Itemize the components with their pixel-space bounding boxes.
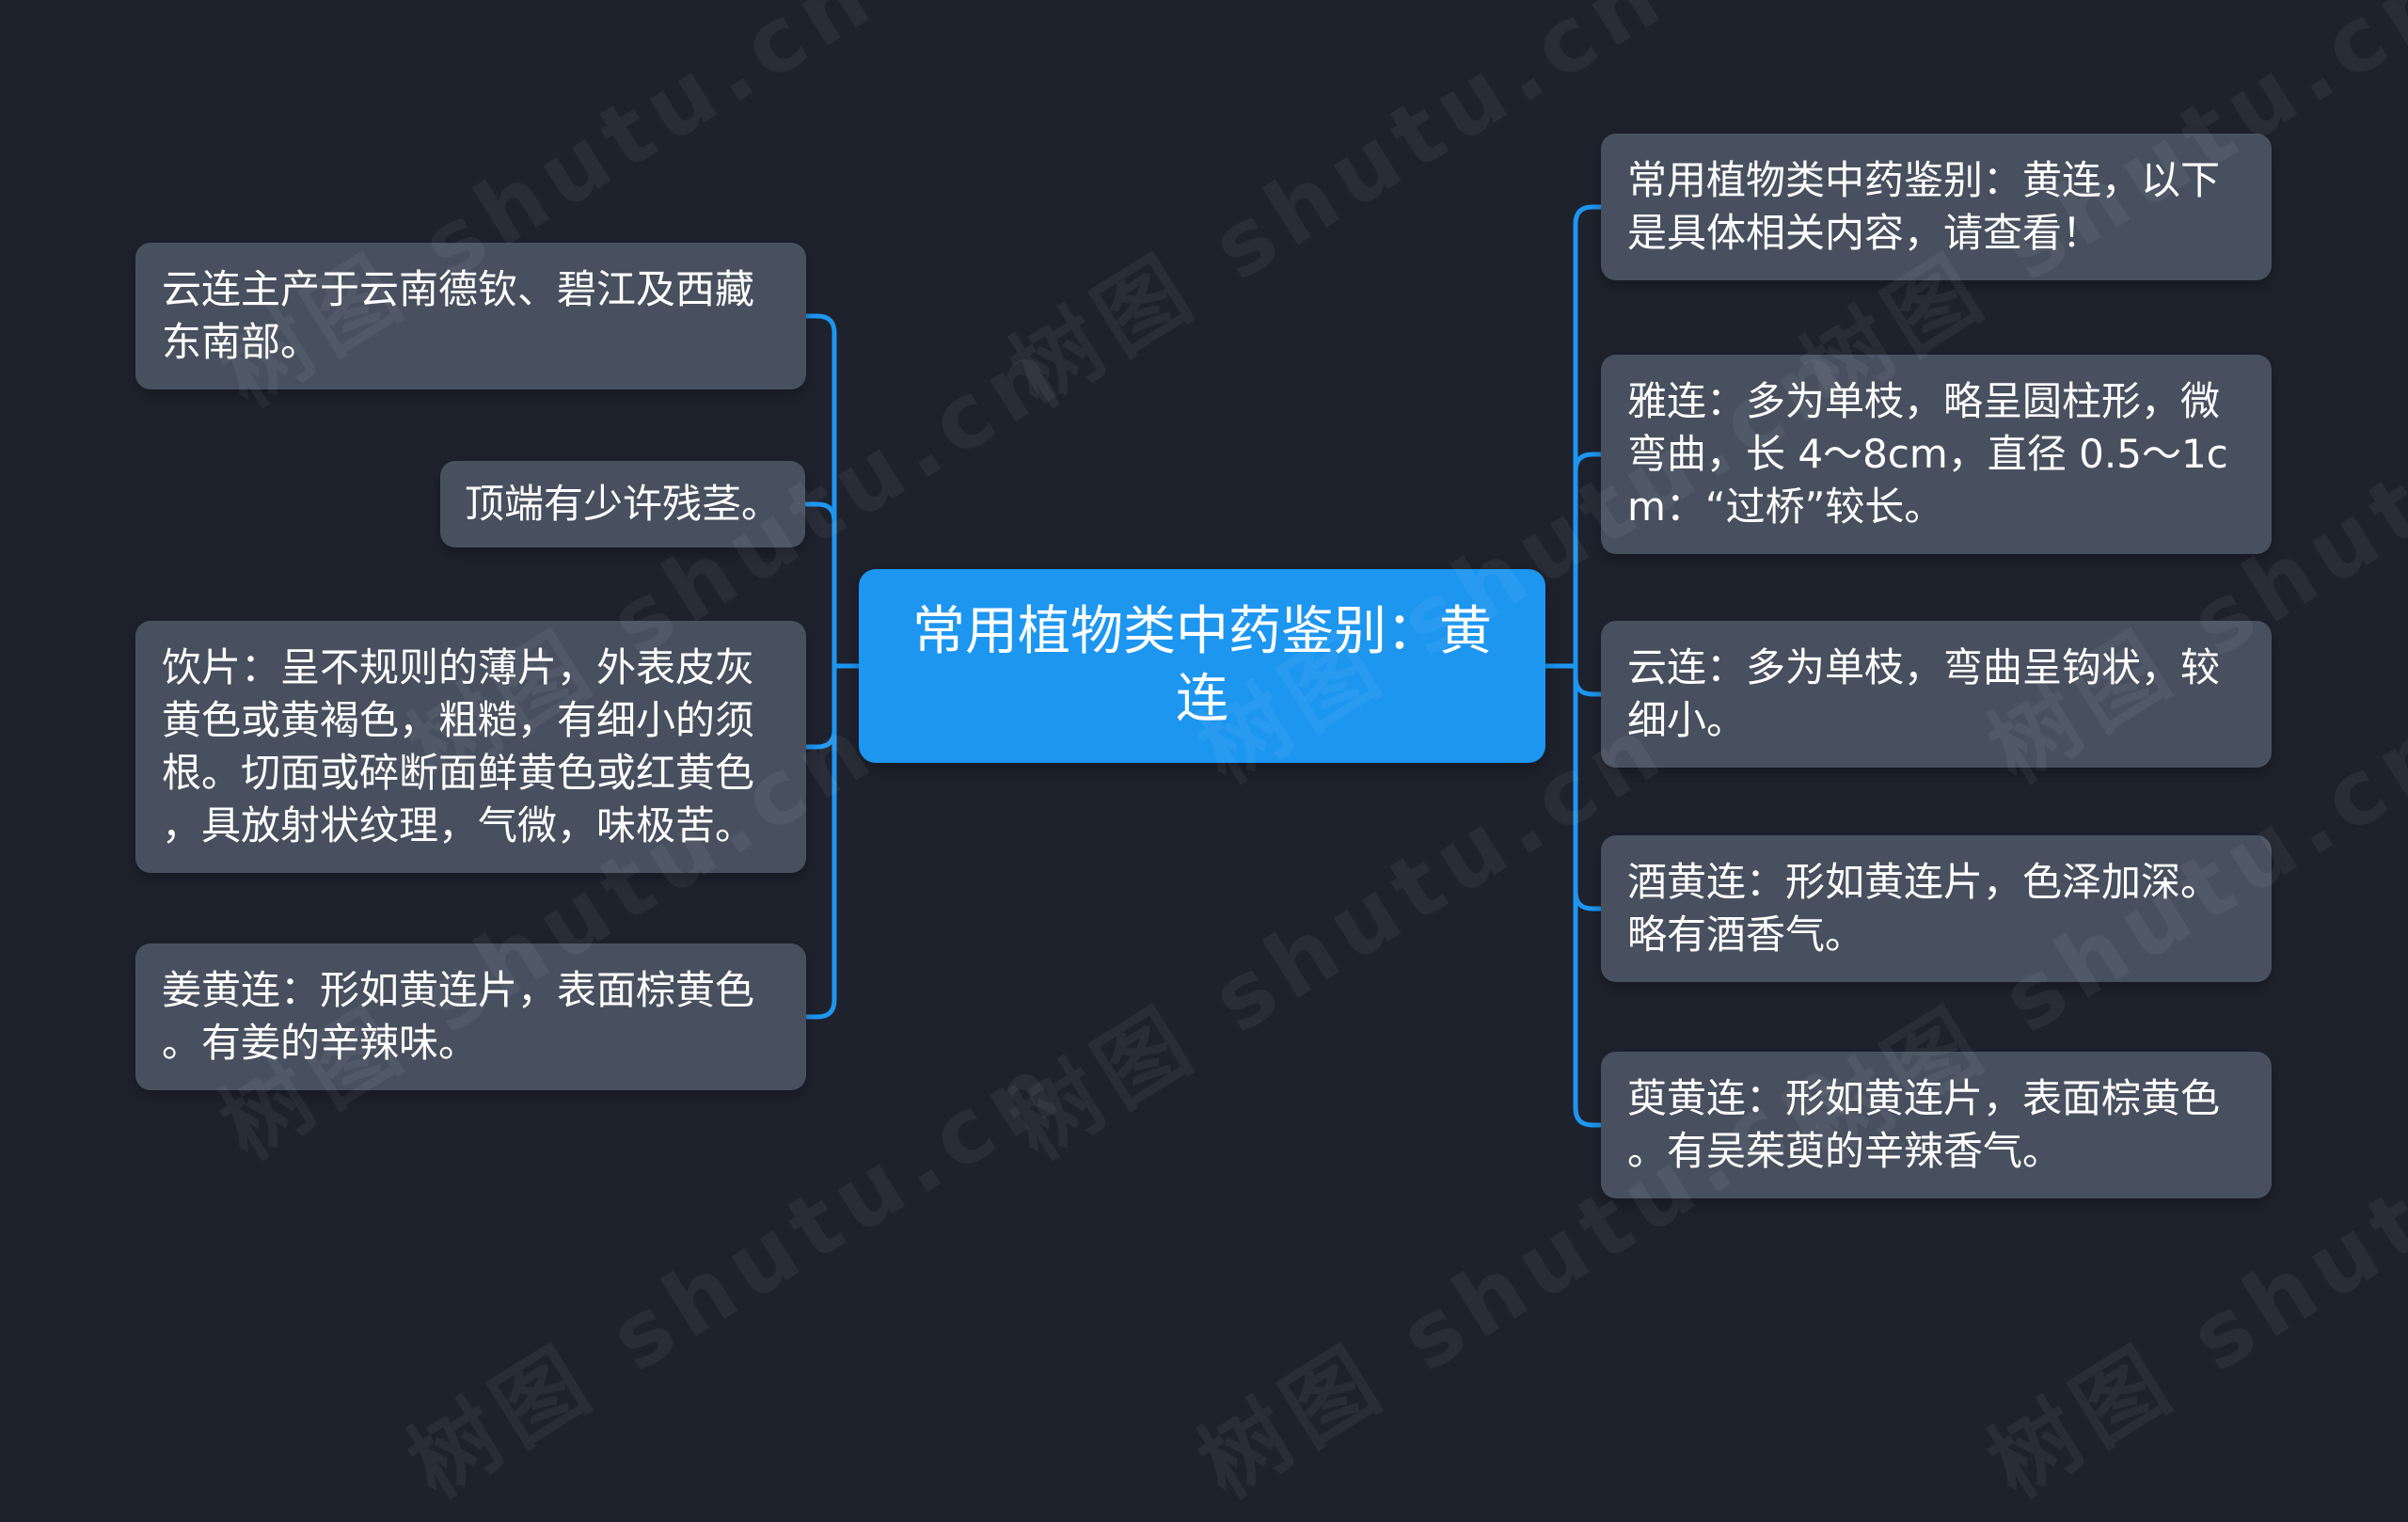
connector-left-branch-3 — [801, 666, 837, 750]
branch-node-left-yunlian-origin[interactable]: 云连主产于云南德钦、碧江及西藏东南部。 — [135, 243, 806, 389]
root-node-label: 常用植物类中药鉴别：黄连 — [912, 601, 1492, 730]
branch-node-left-jianghuanglian[interactable]: 姜黄连：形如黄连片，表面棕黄色。有姜的辛辣味。 — [135, 943, 806, 1090]
connector-left-branch-2 — [801, 501, 837, 666]
branch-node-right-yalian[interactable]: 雅连：多为单枝，略呈圆柱形，微弯曲，长 4～8cm，直径 0.5～1cm：“过桥… — [1601, 355, 2272, 554]
branch-node-right-yuhuanglian[interactable]: 萸黄连：形如黄连片，表面棕黄色。有吴茱萸的辛辣香气。 — [1601, 1052, 2272, 1198]
branch-node-right-intro[interactable]: 常用植物类中药鉴别：黄连，以下是具体相关内容，请查看！ — [1601, 134, 2272, 280]
connector-left-branch-4 — [801, 666, 837, 1020]
branch-node-left-decoction-pieces[interactable]: 饮片：呈不规则的薄片，外表皮灰黄色或黄褐色，粗糙，有细小的须根。切面或碎断面鲜黄… — [135, 621, 806, 873]
branch-node-right-jiuhuanglian[interactable]: 酒黄连：形如黄连片，色泽加深。略有酒香气。 — [1601, 835, 2272, 982]
connector-right-branch-5 — [1573, 666, 1606, 1128]
connector-left-branch-1 — [801, 313, 837, 666]
connector-right-branch-2 — [1573, 452, 1606, 666]
connector-right-branch-1 — [1573, 204, 1606, 666]
mindmap-canvas: 常用植物类中药鉴别：黄连 云连主产于云南德钦、碧江及西藏东南部。 顶端有少许残茎… — [135, 0, 2408, 1518]
branch-node-left-top-residual-stem[interactable]: 顶端有少许残茎。 — [440, 461, 806, 547]
connector-canvas — [801, 204, 1606, 1128]
branch-node-right-yunlian[interactable]: 云连：多为单枝，弯曲呈钩状，较细小。 — [1601, 621, 2272, 768]
root-node[interactable]: 常用植物类中药鉴别：黄连 — [859, 569, 1545, 763]
